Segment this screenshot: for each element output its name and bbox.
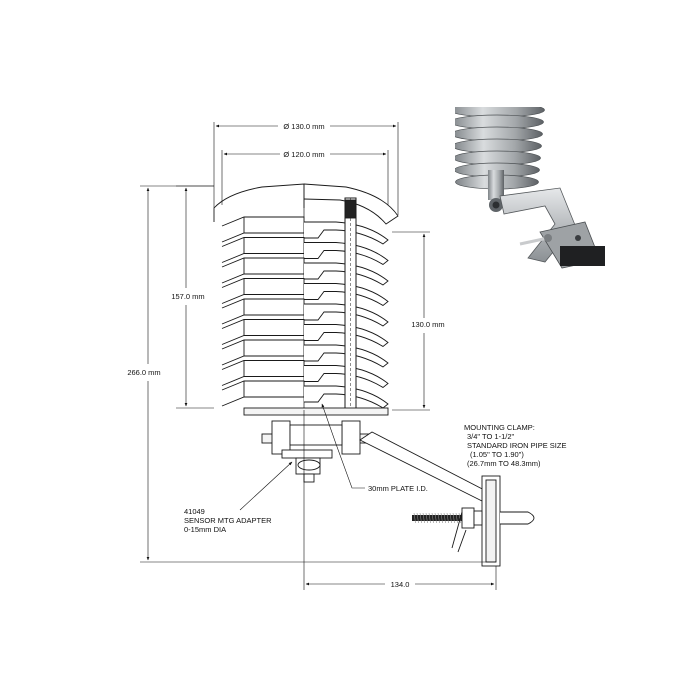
adapter-part-number: 41049	[184, 507, 205, 516]
adapter-callout: 41049 SENSOR MTG ADAPTER 0-15mm DIA	[184, 507, 272, 534]
outer-diameter-label: Ø 130.0 mm	[283, 122, 324, 131]
overall-height-label: 266.0 mm	[127, 368, 160, 377]
radiation-shield-drawing	[213, 183, 399, 483]
product-photo	[455, 107, 605, 282]
clamp-inches: (1.05" TO 1.90")	[470, 450, 524, 459]
inner-height-label: 130.0 mm	[411, 320, 444, 329]
clamp-pipe: STANDARD IRON PIPE SIZE	[467, 441, 566, 450]
clamp-mm: (26.7mm TO 48.3mm)	[467, 459, 541, 468]
u-bolt-drawing	[412, 507, 535, 553]
mounting-bracket-drawing	[359, 431, 501, 567]
clamp-size: 3/4" TO 1-1/2"	[467, 432, 514, 441]
clamp-callout: MOUNTING CLAMP: 3/4" TO 1-1/2" STANDARD …	[464, 423, 566, 468]
clamp-title: MOUNTING CLAMP:	[464, 423, 535, 432]
inner-diameter-label: Ø 120.0 mm	[283, 150, 324, 159]
adapter-range: 0-15mm DIA	[184, 525, 226, 534]
offset-label: 134.0	[391, 580, 410, 589]
shield-plate-left	[221, 380, 305, 407]
stack-height-label: 157.0 mm	[171, 292, 204, 301]
adapter-name: SENSOR MTG ADAPTER	[184, 516, 272, 525]
dimension-lines	[140, 122, 497, 590]
plate-id-callout: 30mm PLATE I.D.	[368, 484, 428, 493]
